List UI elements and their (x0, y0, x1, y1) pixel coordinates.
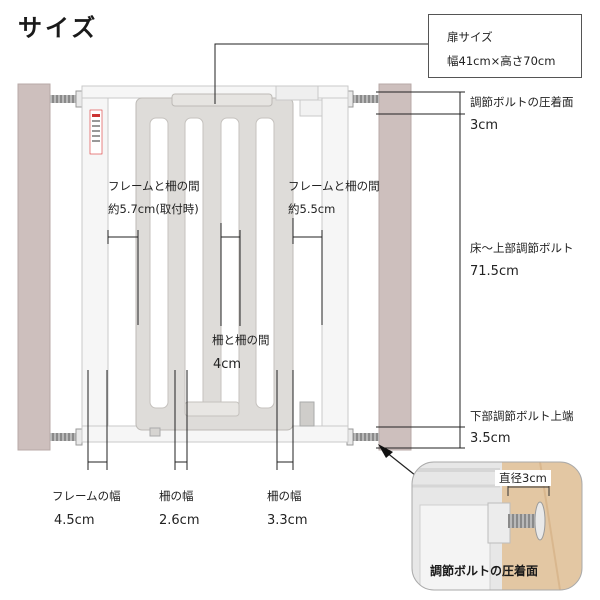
bolt-inset (411, 461, 583, 591)
left-wall-pillar (17, 83, 51, 451)
lower-bolt-label: 下部調節ボルト上端 (470, 409, 574, 423)
frame-width-label: フレームの幅 (52, 489, 121, 503)
bar-width-a-value: 2.6cm (159, 513, 200, 528)
door-size-box: 扉サイズ 幅41cm×高さ70cm (428, 14, 582, 78)
door-size-label: 扉サイズ (447, 30, 493, 44)
door-size-value: 幅41cm×高さ70cm (447, 54, 556, 68)
gate-door (135, 93, 315, 437)
floor-to-bolt-value: 71.5cm (470, 264, 519, 279)
bolt-press-top-label: 調節ボルトの圧着面 (470, 95, 574, 109)
floor-to-bolt-label: 床〜上部調節ボルト (470, 241, 574, 255)
frame-gap-left-label: フレームと柵の間 (108, 179, 200, 193)
lower-bolt-value: 3.5cm (470, 431, 511, 446)
bar-width-a-label: 柵の幅 (159, 489, 194, 503)
bar-gap-value: 4cm (213, 357, 242, 372)
bar-width-b-value: 3.3cm (267, 513, 308, 528)
inset-diameter: 直径3cm (495, 470, 551, 486)
frame-width-value: 4.5cm (54, 513, 95, 528)
frame-gap-left-value: 約5.7cm(取付時) (108, 202, 199, 216)
page-title: サイズ (18, 14, 99, 42)
dimension-lines (87, 43, 465, 488)
inset-pointer-arrow (378, 444, 393, 458)
right-wall-pillar (378, 83, 412, 451)
bar-width-b-label: 柵の幅 (267, 489, 302, 503)
inset-caption: 調節ボルトの圧着面 (430, 564, 539, 578)
frame-gap-right-label: フレームと柵の間 (288, 179, 380, 193)
frame-gap-right-value: 約5.5cm (288, 202, 336, 216)
bolt-press-top-value: 3cm (470, 118, 499, 133)
adjustment-bolts (50, 90, 379, 446)
bar-gap-label: 柵と柵の間 (212, 333, 270, 347)
